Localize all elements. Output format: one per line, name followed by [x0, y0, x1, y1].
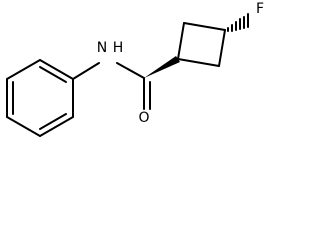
ring-bond	[177, 22, 185, 60]
nitrogen-label: N	[97, 40, 107, 56]
ring-inner-double-bond	[39, 66, 67, 83]
bold-wedge-bond	[144, 56, 180, 78]
ring-bond	[6, 59, 41, 80]
ring-bond	[39, 59, 74, 80]
ring-bond	[39, 116, 74, 137]
nitrogen-carbonyl-bond	[116, 62, 145, 79]
ring-bond	[177, 58, 220, 67]
benzene-ring	[6, 59, 74, 137]
chemical-structure: N H O F	[6, 1, 264, 137]
fluorine-label: F	[256, 1, 264, 17]
ring-bond	[183, 22, 226, 31]
aryl-nitrogen-bond	[72, 62, 100, 80]
ring-bond	[6, 116, 41, 137]
oxygen-label: O	[138, 110, 149, 126]
hydrogen-label: H	[113, 40, 124, 56]
hashed-wedge-bond	[227, 13, 249, 32]
cyclobutane-ring	[177, 22, 226, 67]
ring-inner-double-bond	[39, 113, 67, 130]
ring-bond	[218, 29, 226, 67]
